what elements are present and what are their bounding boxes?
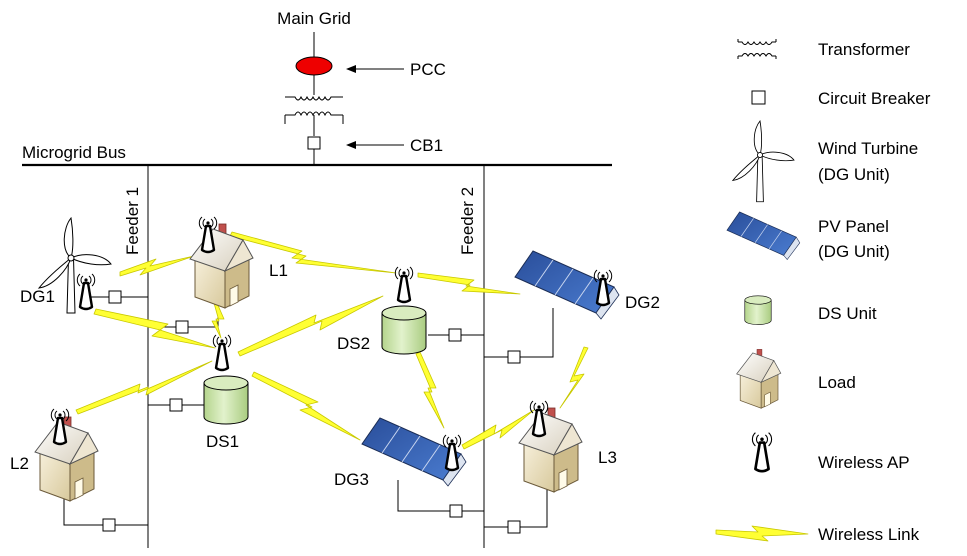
pcc-label: PCC	[410, 60, 446, 79]
legend-circuit-breaker: Circuit Breaker	[751, 89, 931, 108]
wireless-ap-icon	[394, 265, 414, 304]
house-icon	[736, 349, 782, 409]
legend-wind-line2: (DG Unit)	[818, 165, 890, 184]
legend: Transformer Circuit Breaker Wind Turbine…	[715, 39, 931, 544]
dg1-wind-turbine: DG1	[20, 217, 112, 314]
wireless-link	[559, 346, 589, 409]
legend-load-label: Load	[818, 373, 856, 392]
l1-load: L1	[189, 215, 288, 309]
wireless-link	[93, 308, 216, 349]
wireless-link	[229, 231, 397, 274]
l2-breaker	[102, 518, 116, 532]
l3-load: L3	[518, 399, 617, 493]
wind-turbine-icon	[732, 120, 795, 203]
house-icon	[518, 407, 583, 493]
ds-unit-icon	[203, 375, 249, 425]
wireless-links	[75, 231, 589, 450]
wireless-ap-icon	[76, 272, 96, 311]
ds1-breaker	[169, 398, 183, 412]
dg3-label: DG3	[334, 470, 369, 489]
pcc-node	[295, 56, 333, 76]
wireless-link	[461, 409, 535, 450]
legend-ds-unit-label: DS Unit	[818, 304, 877, 323]
pcc: PCC	[295, 56, 446, 79]
legend-transformer-label: Transformer	[818, 40, 910, 59]
legend-wireless-link-label: Wireless Link	[818, 525, 920, 544]
grid-transformer	[284, 75, 344, 136]
ds1-label: DS1	[206, 432, 239, 451]
pv-panel-icon	[726, 211, 801, 260]
dg2-pv-panel: DG2	[514, 250, 660, 320]
legend-pv-panel: PV Panel (DG Unit)	[726, 211, 890, 261]
dg3-breaker	[449, 504, 463, 518]
feeder-1: Feeder 1	[123, 165, 149, 548]
wireless-link	[415, 351, 445, 429]
wireless-link	[211, 302, 225, 339]
legend-load: Load	[736, 349, 856, 409]
wireless-link	[119, 255, 195, 277]
legend-pv-line1: PV Panel	[818, 217, 889, 236]
ds1-storage: DS1	[203, 333, 249, 451]
house-icon	[34, 416, 99, 502]
legend-wind-turbine: Wind Turbine (DG Unit)	[732, 120, 918, 203]
dg2-label: DG2	[625, 293, 660, 312]
l2-load: L2	[10, 407, 99, 502]
legend-pv-line2: (DG Unit)	[818, 242, 890, 261]
microgrid-bus: Microgrid Bus	[22, 143, 612, 167]
wireless-ap-icon	[751, 431, 773, 473]
legend-transformer: Transformer	[737, 39, 910, 59]
feeder2-label: Feeder 2	[458, 187, 477, 255]
l3-label: L3	[598, 448, 617, 467]
ds-unit-icon	[744, 295, 772, 325]
legend-circuit-breaker-label: Circuit Breaker	[818, 89, 931, 108]
ds-unit-icon	[381, 305, 427, 355]
transformer-icon	[737, 39, 777, 59]
ds2-storage: DS2	[337, 265, 427, 355]
l1-breaker	[175, 320, 189, 334]
feeder1-label: Feeder 1	[123, 187, 142, 255]
wireless-ap-icon	[212, 333, 232, 372]
ds2-breaker	[448, 328, 462, 342]
main-grid-label: Main Grid	[277, 9, 351, 28]
cb1-breaker	[307, 136, 321, 150]
dg2-breaker	[507, 350, 521, 364]
microgrid-bus-label: Microgrid Bus	[22, 143, 126, 162]
legend-wind-line1: Wind Turbine	[818, 139, 918, 158]
legend-ds-unit: DS Unit	[744, 295, 877, 325]
l2-label: L2	[10, 454, 29, 473]
cb1-label: CB1	[410, 136, 443, 155]
feeder-connections	[63, 290, 554, 534]
circuit-breaker-icon	[751, 90, 766, 105]
wireless-link	[251, 371, 361, 441]
feeder-2: Feeder 2	[458, 165, 485, 548]
main-grid: Main Grid	[277, 9, 351, 57]
wireless-link	[75, 360, 213, 415]
wireless-link	[417, 272, 521, 295]
ds2-label: DS2	[337, 334, 370, 353]
legend-wireless-ap-label: Wireless AP	[818, 453, 910, 472]
dg3-pv-panel: DG3	[334, 417, 467, 489]
legend-wireless-ap: Wireless AP	[751, 431, 910, 473]
dg1-label: DG1	[20, 287, 55, 306]
legend-wireless-link: Wireless Link	[715, 525, 920, 544]
dg1-breaker	[108, 290, 122, 304]
l1-label: L1	[269, 261, 288, 280]
l3-breaker	[507, 520, 521, 534]
wireless-link-icon	[715, 525, 809, 542]
cb1: CB1	[307, 136, 443, 164]
wireless-link	[237, 295, 384, 357]
